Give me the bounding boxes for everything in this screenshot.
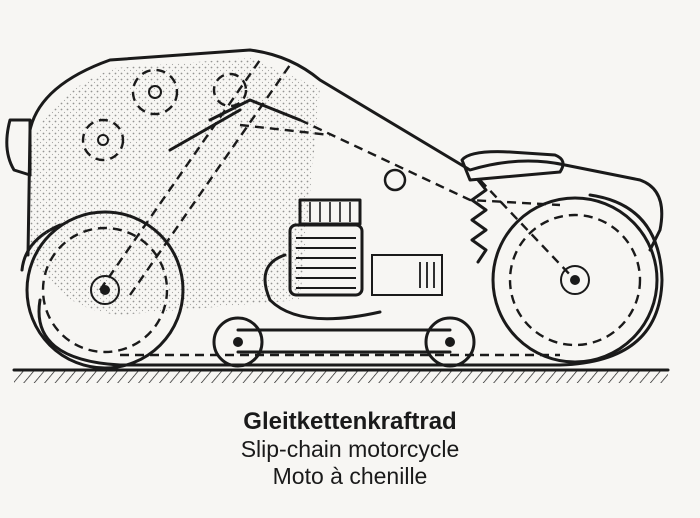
seat	[460, 150, 565, 182]
caption-french: Moto à chenille	[272, 463, 428, 490]
rear-suspension-spring	[470, 178, 576, 281]
front-fork	[99, 59, 302, 296]
drive-pulleys	[81, 68, 407, 192]
ground	[12, 368, 670, 383]
caption-german: Gleitkettenkraftrad	[243, 408, 457, 435]
road-wheels	[212, 316, 476, 368]
tracked-motorcycle-illustration	[5, 48, 670, 383]
body-shell	[5, 48, 664, 315]
engine	[263, 198, 443, 321]
caption-english: Slip-chain motorcycle	[240, 436, 460, 463]
caption-block: Gleitkettenkraftrad Slip-chain motorcycl…	[0, 408, 700, 491]
exhaust	[239, 118, 561, 207]
rear-wheel	[491, 196, 659, 364]
